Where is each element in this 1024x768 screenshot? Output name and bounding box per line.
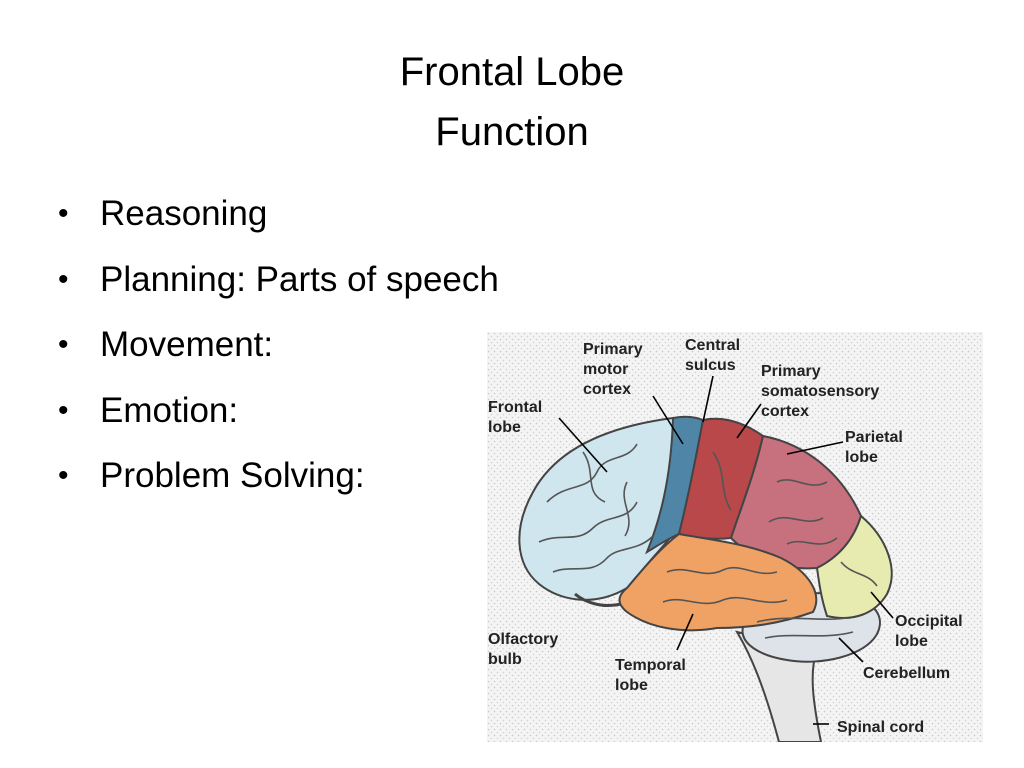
gyri-folds: [538, 443, 878, 639]
label-line: lobe: [895, 633, 928, 650]
label-spinal-cord: Spinal cord: [837, 719, 924, 736]
label-line: lobe: [488, 419, 521, 436]
label-line: Primary: [583, 341, 643, 358]
label-line: bulb: [488, 651, 522, 668]
bullet-text: Problem Solving:: [100, 456, 365, 495]
bullet-item: • Problem Solving:: [58, 450, 499, 516]
label-cerebellum: Cerebellum: [863, 665, 950, 682]
label-frontal-lobe: Frontal lobe: [488, 399, 547, 436]
label-line: Olfactory: [488, 631, 558, 648]
title-line-2: Function: [435, 110, 589, 154]
label-line: motor: [583, 361, 628, 378]
olfactory-bulb-shape: [574, 592, 622, 608]
label-primary-somatosensory-cortex: Primary somatosensory cortex: [761, 363, 884, 420]
bullet-item: • Movement:: [58, 319, 499, 385]
bullet-text: Movement:: [100, 325, 274, 364]
bullet-icon: •: [58, 197, 69, 230]
label-line: cortex: [583, 381, 631, 398]
occipital-lobe-region: [815, 514, 893, 619]
temporal-lobe-region: [618, 532, 818, 632]
label-occipital-lobe: Occipital lobe: [895, 613, 967, 650]
label-line: Primary: [761, 363, 821, 380]
label-parietal-lobe: Parietal lobe: [845, 429, 907, 466]
bullet-icon: •: [58, 262, 69, 296]
label-line: Central: [685, 337, 740, 354]
bullet-icon: •: [58, 328, 69, 361]
bullet-list: • Reasoning • Planning: Parts of speech • M…: [58, 188, 499, 516]
label-line: sulcus: [685, 357, 736, 374]
label-line: lobe: [615, 677, 648, 694]
bullet-icon: •: [58, 393, 69, 427]
brain-diagram-svg: Primary motor cortex Central sulcus Prim…: [487, 332, 983, 742]
label-line: Parietal: [845, 429, 903, 446]
leader-lines: [558, 375, 894, 725]
bullet-text: Emotion:: [100, 390, 239, 430]
bullet-item: • Planning: Parts of speech: [58, 254, 499, 320]
bullet-item: • Emotion:: [58, 385, 499, 451]
bullet-item: • Reasoning: [58, 188, 499, 254]
label-line: Temporal: [615, 657, 686, 674]
label-line: somatosensory: [761, 383, 879, 400]
label-line: Frontal: [488, 399, 542, 416]
label-line: lobe: [845, 449, 878, 466]
title-line-1: Frontal Lobe: [399, 50, 625, 94]
label-primary-motor-cortex: Primary motor cortex: [583, 341, 647, 398]
bullet-text: Reasoning: [100, 194, 268, 233]
label-temporal-lobe: Temporal lobe: [615, 657, 690, 694]
label-central-sulcus: Central sulcus: [685, 337, 745, 374]
slide-title: Frontal Lobe Function: [0, 42, 1024, 162]
label-line: cortex: [761, 403, 809, 420]
label-olfactory-bulb: Olfactory bulb: [488, 631, 563, 668]
bullet-text: Planning: Parts of speech: [100, 259, 499, 299]
brain-diagram: Primary motor cortex Central sulcus Prim…: [487, 332, 983, 742]
label-line: Occipital: [895, 613, 963, 630]
bullet-icon: •: [58, 459, 69, 492]
